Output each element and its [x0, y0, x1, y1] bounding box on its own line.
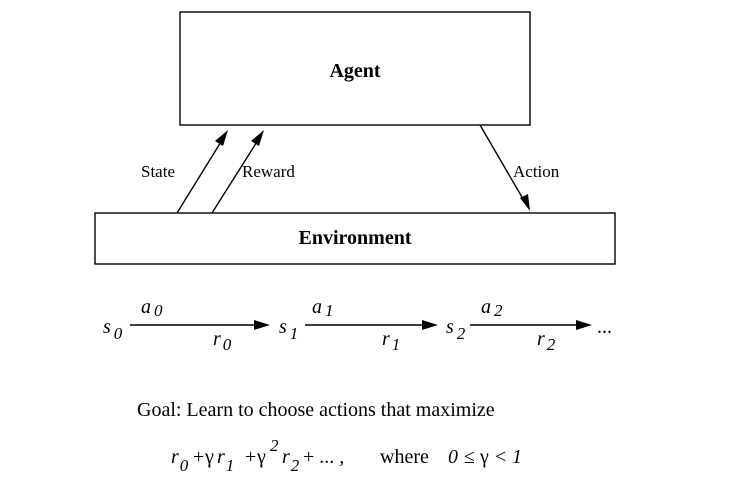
environment-label: Environment: [299, 227, 412, 249]
formula-tail: + ... ,: [303, 446, 344, 468]
formula-one: 1: [512, 446, 522, 468]
formula-r1: r1: [217, 446, 234, 475]
action-arrow: [479, 124, 527, 205]
formula-gamma-2: γ: [256, 446, 266, 468]
state-label: State: [141, 162, 175, 181]
agent-label: Agent: [329, 60, 380, 82]
seq-arrowhead-2: [422, 320, 438, 330]
formula-where: where: [380, 446, 429, 468]
formula-gamma-1: γ: [204, 446, 214, 468]
formula-gamma-3: γ: [479, 446, 489, 468]
seq-arrowhead-1: [254, 320, 270, 330]
formula-plus-1: +: [193, 446, 204, 468]
action-arrowhead: [520, 194, 530, 211]
state-arrowhead: [215, 130, 228, 146]
reward-arrow: [211, 136, 261, 214]
reward-label: Reward: [242, 162, 295, 181]
reward-arrowhead: [251, 130, 264, 146]
state-arrow: [176, 136, 225, 214]
formula-zero: 0: [448, 446, 458, 468]
formula-sup-2: 2: [270, 436, 279, 455]
environment-box: [94, 212, 616, 265]
formula-r2: r2: [282, 446, 300, 475]
formula-plus-2: +: [245, 446, 256, 468]
formula-r0: r0: [171, 446, 189, 475]
formula-lt: <: [495, 446, 506, 468]
seq-ellipsis: ...: [597, 316, 612, 338]
agent-box: [179, 11, 531, 126]
formula-leq: ≤: [464, 446, 475, 468]
objective-formula: r0 + γ r1 + γ 2 r2 + ... , where 0 ≤ γ <…: [171, 436, 522, 475]
action-label: Action: [513, 162, 560, 181]
seq-arrowhead-3: [576, 320, 592, 330]
goal-text: Goal: Learn to choose actions that maxim…: [137, 399, 495, 421]
